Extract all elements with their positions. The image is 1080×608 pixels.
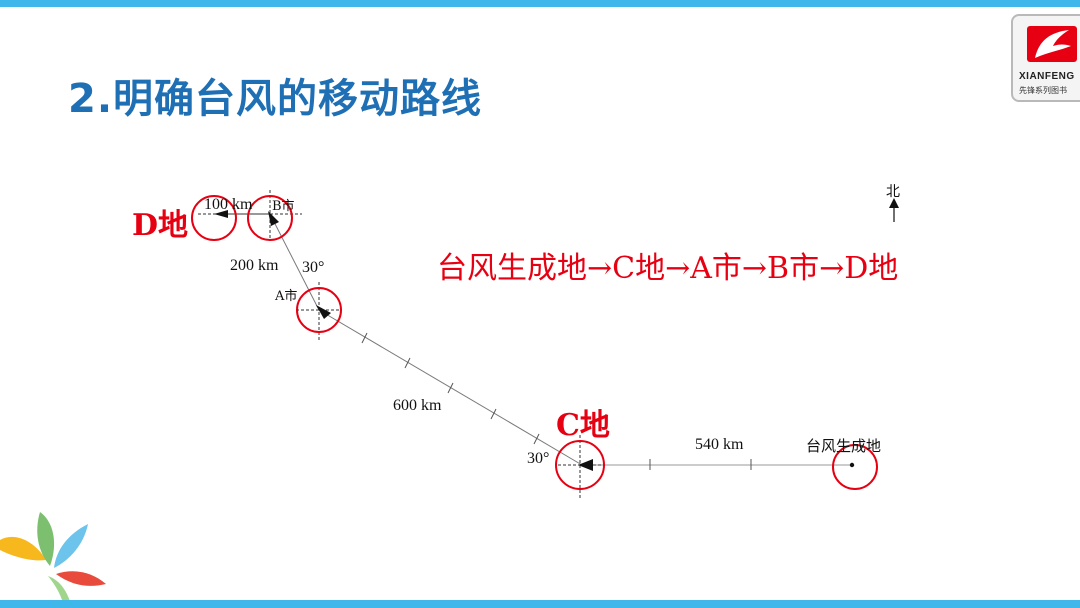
logo-brand-en: XIANFENG <box>1019 71 1075 82</box>
label-a: A市 <box>274 288 297 304</box>
circle-b <box>247 195 293 241</box>
bottom-accent-bar <box>0 600 1080 608</box>
circle-d <box>191 195 237 241</box>
scale-ticks <box>361 332 752 470</box>
label-d: D地 <box>132 208 188 243</box>
north-label: 北 <box>886 184 900 200</box>
arrow-d-icon <box>214 210 228 218</box>
label-distance-a-b: 200 km <box>230 257 279 274</box>
north-arrow-icon <box>889 198 899 208</box>
arrow-c-icon <box>578 459 593 471</box>
logo-brand-cn: 先锋系列图书 <box>1019 86 1067 95</box>
label-c: C地 <box>556 408 610 443</box>
label-origin: 台风生成地 <box>806 437 881 455</box>
label-angle-a: 30° <box>302 259 324 276</box>
label-angle-c: 30° <box>527 450 549 467</box>
arrow-a-icon <box>316 305 331 319</box>
slide-title: 2.明确台风的移动路线 <box>68 76 483 122</box>
arrow-b-icon <box>268 211 279 226</box>
label-distance-origin-c: 540 km <box>695 436 744 453</box>
circle-origin <box>832 444 878 490</box>
origin-point <box>849 462 855 468</box>
label-distance-d-b: 100 km <box>204 196 253 213</box>
label-b: B市 <box>272 198 295 214</box>
label-distance-c-a: 600 km <box>393 397 442 414</box>
circle-a <box>296 287 342 333</box>
path-a-b <box>269 213 320 311</box>
publisher-logo: XIANFENG 先锋系列图书 <box>1011 14 1080 102</box>
circle-c <box>555 440 605 490</box>
top-accent-bar <box>0 0 1080 7</box>
route-summary: 台风生成地→C地→A市→B市→D地 <box>437 251 899 286</box>
decorative-leaves-icon <box>0 512 106 608</box>
red-flag-logo-icon <box>1027 26 1077 62</box>
